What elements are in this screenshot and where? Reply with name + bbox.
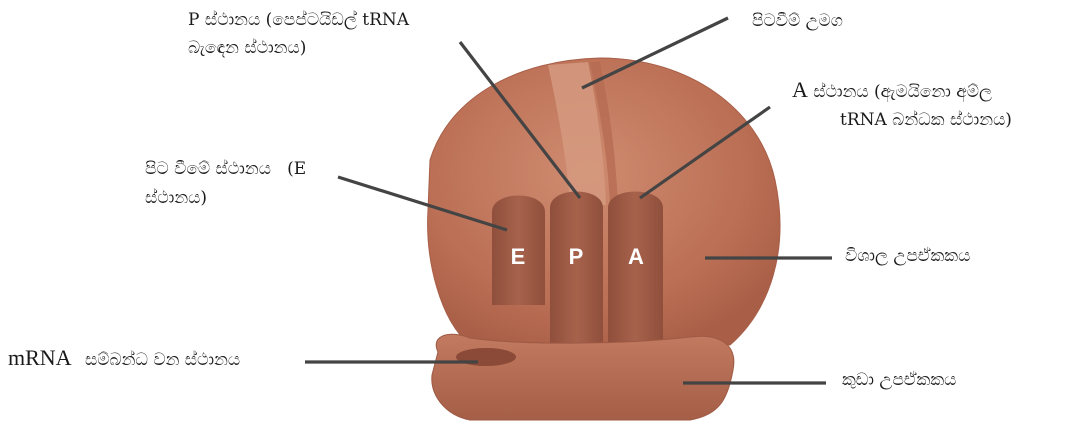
e-site-letter: E — [511, 244, 526, 269]
e-site-label-line1: පිට වීමේ ස්ථානය (E — [145, 157, 306, 181]
a-site-label-line2: tRNA බන්ධක ස්ථානය) — [840, 108, 1012, 132]
large-subunit-label: විශාල උපඒකකය — [845, 244, 970, 268]
small-subunit-body — [432, 334, 734, 420]
a-site-label-letter: A — [792, 77, 808, 102]
e-site-label-line2: ස්ථානය) — [145, 186, 207, 210]
a-site-letter: A — [628, 244, 644, 269]
mrna-label-prefix: mRNA — [8, 345, 72, 370]
mrna-label-rest: සම්බන්ධ වන ස්ථානය — [85, 350, 240, 370]
p-site-label-line1: P ස්ථානය (පෙප්ටයිඩල් tRNA — [188, 8, 409, 32]
a-site-label-line1: A ස්ථානය (ඇමයිනො අම්ල — [792, 78, 992, 104]
small-subunit-label: කුඩා උපඒකකය — [842, 368, 956, 392]
exit-tunnel-label: පිටවීම් උමග — [752, 9, 843, 33]
p-site-label-line2: බැඳෙන ස්ථානය) — [188, 36, 306, 60]
p-site-letter: P — [569, 244, 584, 269]
a-site-label-rest: ස්ථානය (ඇමයිනො අම්ල — [813, 82, 992, 102]
mrna-label: mRNA සම්බන්ධ වන ස්ථානය — [8, 346, 240, 372]
